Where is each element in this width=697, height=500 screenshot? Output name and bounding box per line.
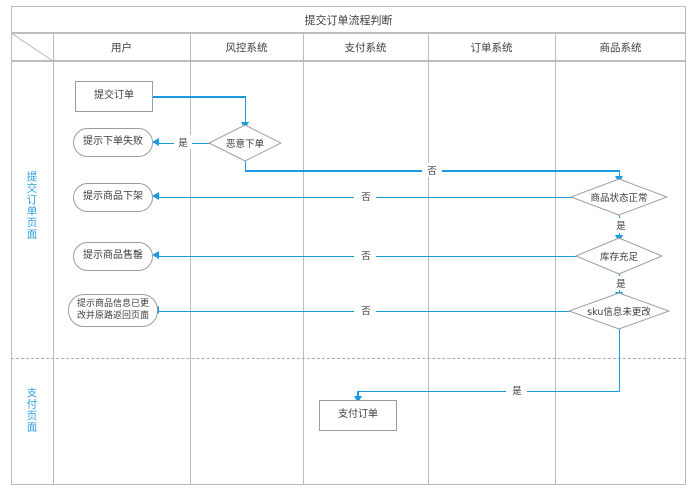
column-header-product: 商品系统 (599, 41, 642, 54)
diamond-shape-icon (570, 178, 668, 216)
edge-sku-yes-h2 (358, 390, 506, 392)
lane-label-submit-order-page: 提交订单页面 (25, 170, 38, 240)
edge-status-no-h1 (158, 196, 354, 198)
node-tip-item-changed-line2: 改并原路返回页面 (76, 310, 149, 321)
edge-sku-yes-h1 (524, 390, 620, 392)
edge-sku-yes-v2 (357, 390, 359, 400)
edge-malicious-no-v1 (244, 161, 246, 171)
node-stock-enough[interactable]: 库存充足 (575, 237, 663, 275)
node-tip-item-soldout[interactable]: 提示商品售罄 (73, 242, 153, 271)
edge-sku-no-h1 (158, 310, 354, 312)
edge-status-no-arrow (152, 192, 159, 200)
column-header-order: 订单系统 (470, 41, 513, 54)
diamond-shape-icon (575, 237, 663, 275)
edge-sku-no-h2 (374, 310, 586, 312)
edge-label-status-no: 否 (356, 189, 376, 203)
divider-1 (53, 33, 54, 485)
edge-sku-yes-v1 (618, 329, 620, 391)
edge-label-malicious-yes: 是 (174, 135, 192, 149)
node-stock-enough-label: 库存充足 (599, 252, 638, 263)
edge-label-sku-yes: 是 (507, 383, 527, 397)
diamond-shape-icon (568, 292, 670, 330)
divider-3 (303, 33, 304, 485)
edge-stock-no-h1 (158, 255, 354, 257)
edge-submit-to-malicious-v (244, 96, 246, 124)
node-tip-item-changed-line1: 提示商品信息已更 (76, 299, 149, 310)
edge-label-stock-no: 否 (356, 248, 376, 262)
node-malicious-order-label: 恶意下单 (225, 139, 264, 150)
node-item-status-ok[interactable]: 商品状态正常 (570, 178, 668, 216)
divider-5 (555, 33, 556, 485)
node-tip-item-changed[interactable]: 提示商品信息已更 改并原路返回页面 (68, 294, 158, 327)
diagram-title-bar: 提交订单流程判断 (11, 6, 686, 33)
node-pay-order[interactable]: 支付订单 (319, 400, 397, 431)
edge-status-no-h2 (374, 196, 586, 198)
divider-2 (190, 33, 191, 485)
node-tip-order-failed[interactable]: 提示下单失败 (73, 128, 153, 157)
diagram-title: 提交订单流程判断 (304, 13, 393, 27)
column-header-riskctl: 风控系统 (225, 41, 268, 54)
diamond-shape-icon (208, 124, 282, 162)
node-sku-unchanged[interactable]: sku信息未更改 (568, 292, 670, 330)
edge-sku-yes-arrow (353, 396, 362, 403)
edge-stock-no-h2 (374, 255, 586, 257)
edge-submit-to-malicious-h (152, 96, 246, 98)
edge-stock-no-arrow (152, 251, 159, 259)
lane-label-payment-page: 支付页面 (25, 387, 38, 433)
divider-4 (428, 33, 429, 485)
edge-label-stock-yes: 是 (611, 276, 631, 290)
edge-malicious-no-h1 (244, 170, 427, 172)
edge-label-malicious-no: 否 (422, 163, 442, 177)
node-sku-unchanged-label: sku信息未更改 (587, 307, 651, 318)
node-malicious-order[interactable]: 恶意下单 (208, 124, 282, 162)
corner-diagonal-icon (11, 33, 53, 61)
column-header-row (11, 33, 686, 61)
edge-malicious-yes-arrow (152, 138, 159, 146)
swimlane-body (11, 61, 686, 485)
edge-label-sku-no: 否 (356, 303, 376, 317)
edge-label-status-yes: 是 (611, 218, 631, 232)
node-item-status-ok-label: 商品状态正常 (590, 193, 648, 204)
edge-malicious-no-v2 (618, 170, 620, 178)
lane-separator (11, 358, 686, 359)
corner-cell (11, 33, 53, 61)
column-header-payment: 支付系统 (344, 41, 387, 54)
node-tip-item-offline[interactable]: 提示商品下架 (73, 183, 153, 212)
edge-malicious-no-h2 (440, 170, 620, 172)
node-submit-order[interactable]: 提交订单 (75, 81, 153, 112)
column-header-user: 用户 (111, 41, 132, 54)
